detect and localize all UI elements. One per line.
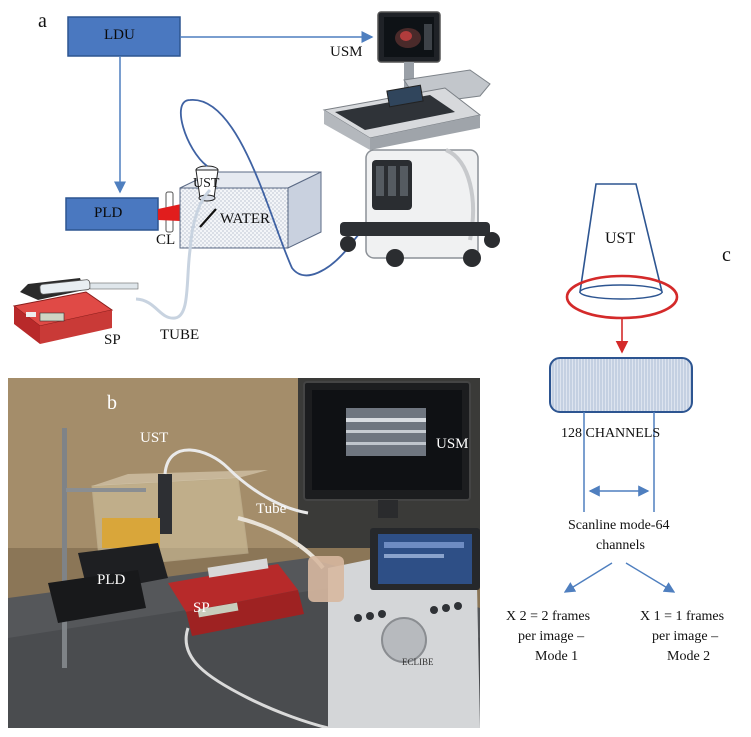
mode2-label-1: X 1 = 1 frames — [640, 609, 725, 624]
mode1-label-2: per image – — [518, 629, 585, 644]
cl-label: CL — [156, 232, 176, 248]
pld-label: PLD — [94, 205, 123, 221]
mode2-label-3: Mode 2 — [667, 649, 711, 664]
water-tank-front — [179, 187, 289, 249]
probe-cable — [179, 99, 387, 277]
sp-label-b: SP — [193, 600, 210, 616]
ust-label-b: UST — [140, 430, 169, 446]
usm-machine — [322, 11, 500, 267]
water-label: WATER — [220, 211, 270, 227]
ldu-box — [67, 16, 181, 57]
syringe-pump — [12, 278, 139, 344]
brand-label-b: ECLIBE — [402, 657, 434, 667]
pld-label-b: PLD — [97, 572, 126, 588]
mode1-label-3: Mode 1 — [535, 649, 579, 664]
ust-label-c: UST — [605, 230, 636, 247]
scanline-label-1: Scanline mode-64 — [568, 518, 670, 533]
sp-label-a: SP — [104, 332, 121, 348]
tube-line — [135, 188, 212, 320]
ust-label-a: UST — [193, 176, 220, 191]
panel-a-letter: a — [38, 10, 47, 32]
panel-b-letter: b — [107, 392, 117, 414]
usm-label-b: USM — [436, 436, 469, 452]
scanline-label-2: channels — [596, 538, 645, 553]
panel-b-photo — [8, 378, 480, 728]
tube-label-a: TUBE — [160, 327, 200, 343]
channels-label: 128 CHANNELS — [561, 426, 661, 441]
mode1-label-1: X 2 = 2 frames — [506, 609, 591, 624]
mode2-label-2: per image – — [652, 629, 719, 644]
tube-label-b: Tube — [256, 501, 287, 517]
mirror — [199, 208, 217, 228]
usm-label-a: USM — [330, 44, 363, 60]
ldu-label: LDU — [104, 27, 135, 43]
panel-c-letter: c — [722, 244, 731, 266]
photo-scene — [8, 378, 480, 728]
